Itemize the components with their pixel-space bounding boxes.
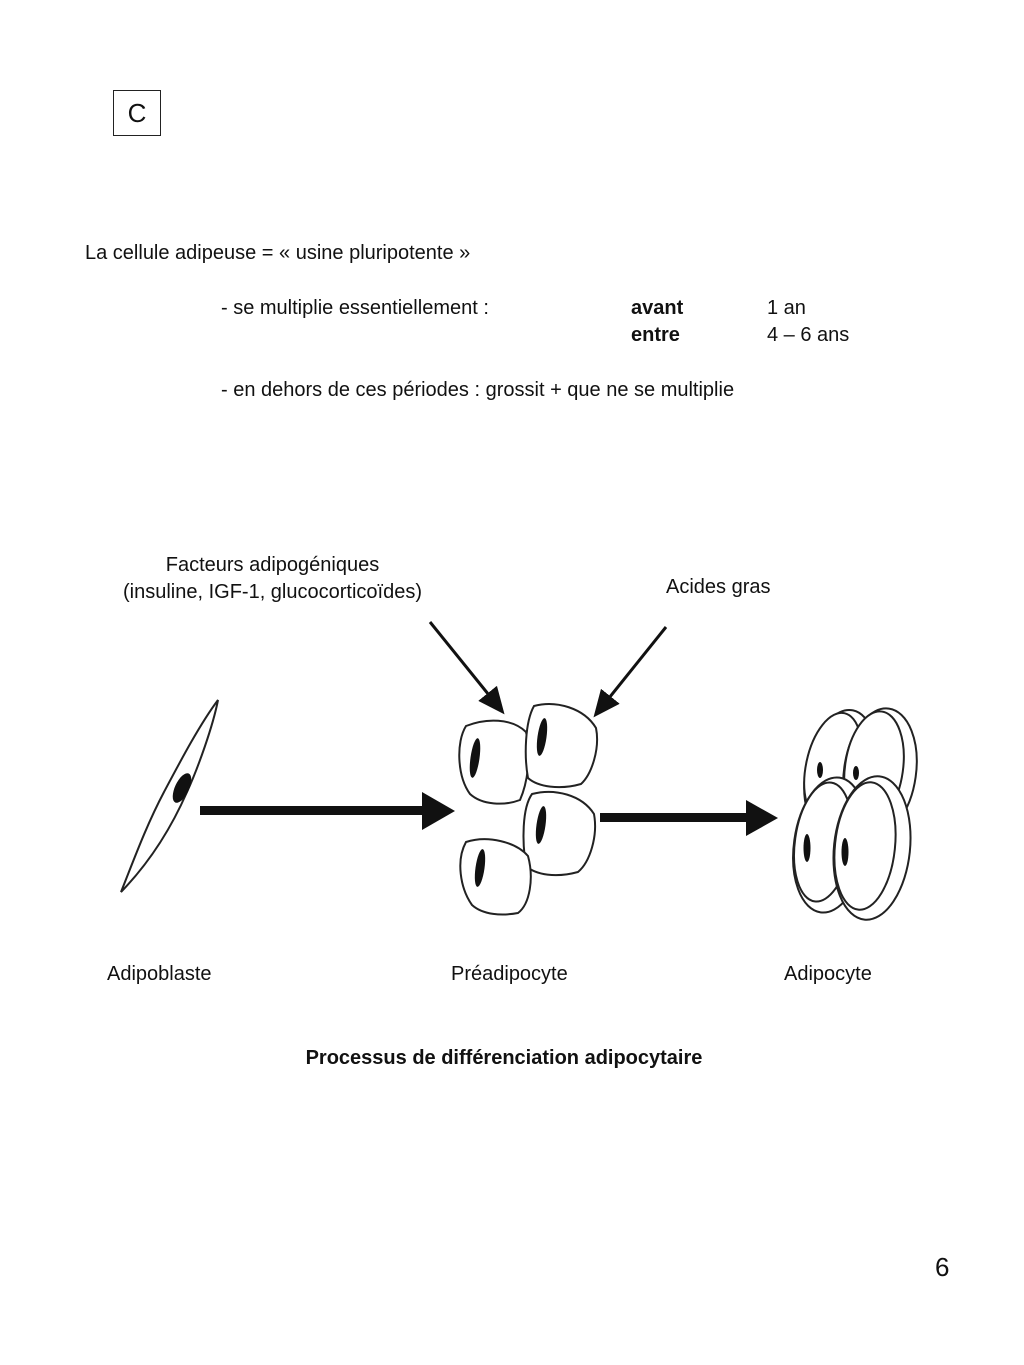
- diagram-caption: Processus de différenciation adipocytair…: [305, 1047, 703, 1069]
- fatty-acids-label: Acides gras: [666, 576, 771, 598]
- stage-label-adipocyte: Adipocyte: [784, 963, 872, 985]
- stage-label-preadipocyte: Préadipocyte: [451, 963, 568, 985]
- intro-text: La cellule adipeuse = « usine pluripoten…: [85, 242, 471, 264]
- adipocyte-nuclei: [803, 762, 859, 866]
- arrow-to-preadipocyte: [200, 792, 455, 830]
- stage-label-adipoblast: Adipoblaste: [107, 963, 212, 985]
- outside-periods-text: - en dehors de ces périodes : grossit + …: [221, 379, 735, 401]
- arrow-to-adipocyte: [600, 800, 778, 836]
- period-qualifier-2: entre: [631, 324, 680, 346]
- section-label: C: [113, 90, 161, 136]
- preadipocyte-nuclei: [469, 718, 548, 887]
- period-age-1: 1 an: [767, 297, 806, 319]
- adipocyte-cells: [792, 707, 918, 921]
- adipoblast-cell: [120, 699, 219, 893]
- factors-label-line1: Facteurs adipogéniques: [165, 554, 380, 576]
- factors-label-line2: (insuline, IGF-1, glucocorticoïdes): [122, 581, 422, 603]
- fatty-acids-arrow: [593, 626, 668, 718]
- page-number: 6: [935, 1252, 950, 1282]
- factors-arrow: [428, 621, 505, 715]
- multiplication-label: - se multiplie essentiellement :: [221, 297, 489, 319]
- period-qualifier-1: avant: [631, 297, 684, 319]
- period-age-2: 4 – 6 ans: [767, 324, 850, 346]
